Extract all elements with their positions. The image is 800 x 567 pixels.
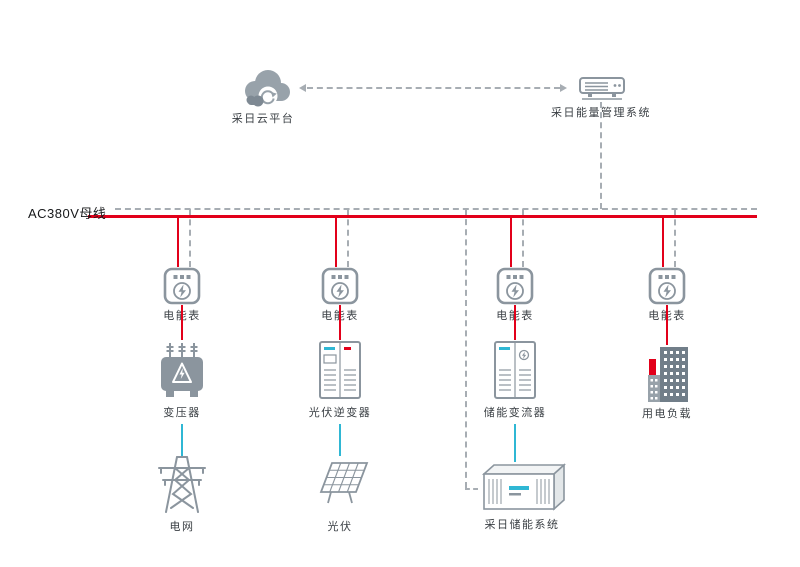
branch4-meter-device-line (666, 305, 668, 345)
branch3-meter-device-line (514, 305, 516, 340)
server-icon (578, 72, 626, 102)
cloud-ems-link-line (307, 87, 560, 89)
branch1-lower-label: 电网 (169, 521, 195, 533)
storage-comm-drop-line (465, 209, 467, 488)
ac-bus-line (88, 215, 757, 218)
comm-bus-line (115, 208, 757, 210)
link-arrowhead-right (560, 84, 567, 92)
link-arrowhead-left (299, 84, 306, 92)
storage-container-icon (478, 462, 566, 512)
solar-panel-icon (311, 454, 369, 506)
building-icon (644, 345, 692, 402)
branch3-comm-drop-line (522, 209, 524, 267)
branch1-ac-drop-line (177, 218, 179, 267)
pv-inverter-icon (318, 340, 362, 402)
grid-tower-icon (154, 452, 210, 514)
meter-icon (163, 267, 201, 305)
branch2-lower-label: 光伏 (327, 521, 353, 533)
branch4-comm-drop-line (674, 209, 676, 267)
branch3-device-label: 储能变流器 (483, 407, 547, 419)
branch1-comm-drop-line (189, 209, 191, 267)
branch4-device-label: 用电负载 (642, 408, 692, 420)
cloud-sync-icon (238, 64, 294, 110)
branch2-device-label: 光伏逆变器 (308, 407, 372, 419)
ac-bus-label: AC380V母线 (28, 206, 107, 221)
branch4-ac-drop-line (662, 218, 664, 267)
branch1-device-label: 变压器 (163, 407, 201, 419)
branch2-ac-drop-line (335, 218, 337, 267)
transformer-icon (158, 340, 206, 402)
branch3-dc-line (514, 424, 516, 462)
branch3-ac-drop-line (510, 218, 512, 267)
meter-icon (321, 267, 359, 305)
ems-comm-drop-line (600, 102, 602, 209)
branch1-dc-line (181, 424, 183, 456)
branch2-dc-line (339, 424, 341, 456)
branch2-meter-device-line (339, 305, 341, 340)
storage-comm-elbow-line (465, 488, 478, 490)
branch3-lower-label: 采日储能系统 (484, 519, 560, 531)
cloud-platform-label: 采日云平台 (231, 113, 295, 125)
branch1-meter-device-line (181, 305, 183, 340)
meter-icon (496, 267, 534, 305)
meter-icon (648, 267, 686, 305)
pcs-icon (493, 340, 537, 402)
branch2-comm-drop-line (347, 209, 349, 267)
